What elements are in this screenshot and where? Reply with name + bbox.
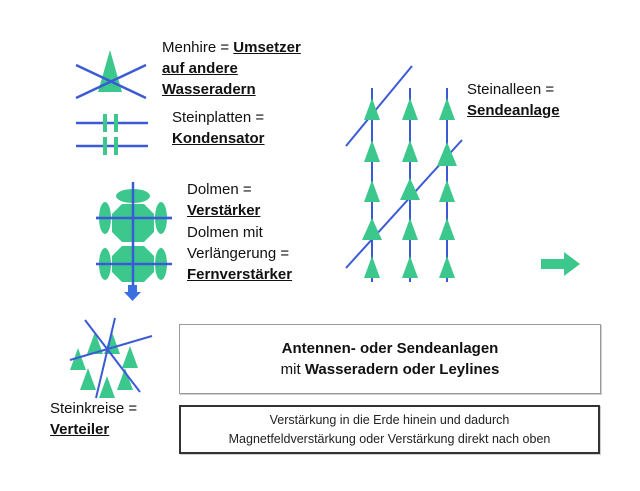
dolmen-mit-label-line3: Fernverstärker bbox=[187, 265, 292, 284]
menhire-auf-andere: auf andere bbox=[162, 60, 238, 77]
menhire-label-line3: Wasseradern bbox=[162, 80, 256, 99]
steinplatten-prefix: Steinplatten = bbox=[172, 109, 265, 126]
dolmen-mit-label: Dolmen mit bbox=[187, 223, 263, 242]
menhire-prefix: Menhire = bbox=[162, 39, 234, 56]
dolmen-mit-line2: Verlängerung = bbox=[187, 245, 290, 262]
steinkreise-prefix: Steinkreise = bbox=[50, 400, 138, 417]
menhire-label-line2: auf andere bbox=[162, 59, 238, 78]
steinkreise-label-line2: Verteiler bbox=[50, 420, 109, 439]
steinkreise-verteiler: Verteiler bbox=[50, 421, 110, 438]
dolmen-extended-icon bbox=[96, 182, 172, 290]
antennen-box-text: Antennen- oder Sendeanlagen mit Wasserad… bbox=[180, 338, 600, 380]
steinalleen-sendeanlage: Sendeanlage bbox=[467, 102, 560, 119]
antennen-line1: Antennen- oder Sendeanlagen bbox=[281, 340, 499, 357]
steinplatten-kondensator: Kondensator bbox=[172, 130, 265, 147]
antennen-line2-prefix: mit bbox=[280, 361, 305, 378]
steinalleen-icon bbox=[345, 65, 463, 282]
dolmen-fernverstaerker: Fernverstärker bbox=[187, 266, 293, 283]
dolmen-mit-line1: Dolmen mit bbox=[187, 224, 263, 241]
dolmen-verstaerker: Verstärker bbox=[187, 202, 261, 219]
steinplatten-label-line2: Kondensator bbox=[172, 129, 265, 148]
dolmen-label: Dolmen = bbox=[187, 180, 252, 199]
verstaerkung-line2: Magnetfeldverstärkung oder Verstärkung d… bbox=[228, 432, 551, 446]
verstaerkung-box: Verstärkung in die Erde hinein und dadur… bbox=[179, 405, 600, 454]
menhire-umsetzer: Umsetzer bbox=[233, 39, 301, 56]
right-arrow-icon bbox=[541, 252, 580, 276]
steinalleen-prefix: Steinalleen = bbox=[467, 81, 555, 98]
verstaerkung-line1: Verstärkung in die Erde hinein und dadur… bbox=[269, 413, 510, 427]
down-arrow-icon bbox=[124, 285, 141, 301]
menhire-wasseradern: Wasseradern bbox=[162, 81, 256, 98]
steinalleen-label: Steinalleen = bbox=[467, 80, 554, 99]
dolmen-label-line2: Verstärker bbox=[187, 201, 260, 220]
dolmen-prefix: Dolmen = bbox=[187, 181, 252, 198]
menhir-icon bbox=[75, 50, 147, 100]
antennen-box: Antennen- oder Sendeanlagen mit Wasserad… bbox=[179, 324, 601, 394]
steinplatten-icon bbox=[76, 114, 148, 155]
dolmen-mit-label-line2: Verlängerung = bbox=[187, 244, 289, 263]
verstaerkung-box-text: Verstärkung in die Erde hinein und dadur… bbox=[181, 411, 598, 449]
antennen-line2-bold: Wasseradern oder Leylines bbox=[304, 361, 500, 378]
steinkreise-label: Steinkreise = bbox=[50, 399, 137, 418]
steinkreise-icon bbox=[69, 317, 153, 399]
steinalleen-label-line2: Sendeanlage bbox=[467, 101, 560, 120]
steinplatten-label: Steinplatten = bbox=[172, 108, 264, 127]
menhire-label: Menhire = Umsetzer bbox=[162, 38, 301, 57]
